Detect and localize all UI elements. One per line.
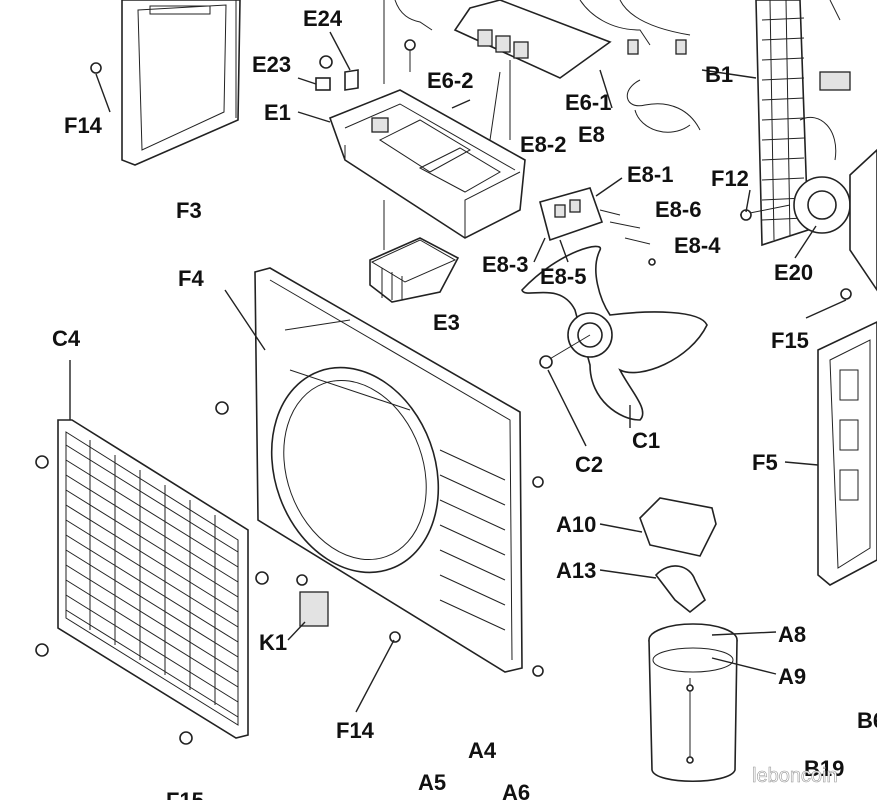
watermark-text: leboncoin: [752, 765, 838, 787]
part-a10-a13-plates: [639, 497, 717, 614]
label-b6: B6: [857, 708, 877, 733]
label-f3: F3: [176, 198, 202, 223]
label-f15-bottom: F15: [166, 788, 204, 800]
part-pcb-board: [453, 0, 612, 141]
label-c2: C2: [575, 452, 603, 477]
part-c4-grille: [35, 62, 269, 745]
label-a9: A9: [778, 664, 806, 689]
label-e6-2: E6-2: [427, 68, 473, 93]
label-a6: A6: [502, 780, 530, 800]
label-f14-top: F14: [64, 113, 103, 138]
label-e8: E8: [578, 122, 605, 147]
label-e24: E24: [303, 6, 343, 31]
label-e1: E1: [264, 100, 291, 125]
label-a8: A8: [778, 622, 806, 647]
label-k1: K1: [259, 630, 287, 655]
part-wiring: [394, 0, 701, 133]
label-e8-3: E8-3: [482, 252, 528, 277]
label-e3: E3: [433, 310, 460, 335]
label-b1: B1: [705, 62, 733, 87]
part-e20-fan-motor: [739, 71, 877, 292]
label-e8-1: E8-1: [627, 162, 673, 187]
part-e8-module: [539, 187, 656, 266]
label-e23: E23: [252, 52, 291, 77]
leader-lines: [69, 31, 847, 713]
label-b19: B19: [804, 756, 844, 781]
label-e8-5: E8-5: [540, 264, 586, 289]
part-e3-box: [369, 200, 460, 303]
label-e8-2: E8-2: [520, 132, 566, 157]
part-e24-e23: [315, 39, 416, 91]
part-a8-a9-cylinder: [648, 623, 738, 782]
label-e20: E20: [774, 260, 813, 285]
label-c4: C4: [52, 326, 81, 351]
part-e1-control-box: [328, 0, 526, 239]
label-a10: A10: [556, 512, 596, 537]
label-f4: F4: [178, 266, 204, 291]
label-a5: A5: [418, 770, 446, 795]
label-a4: A4: [468, 738, 497, 763]
part-f5-panel: [817, 288, 877, 586]
label-c1: C1: [632, 428, 660, 453]
part-c1-fan: [521, 245, 708, 421]
label-e6-1: E6-1: [565, 90, 611, 115]
part-f3-panel: [121, 0, 241, 166]
label-e8-4: E8-4: [674, 233, 721, 258]
label-a13: A13: [556, 558, 596, 583]
label-f14-bottom: F14: [336, 718, 375, 743]
label-f15-right: F15: [771, 328, 809, 353]
label-f5: F5: [752, 450, 778, 475]
part-labels: E24 E23 E1 E6-2 E6-1 B1 F14 F3 E8-2 E8 E…: [52, 6, 877, 800]
label-e8-6: E8-6: [655, 197, 701, 222]
label-f12: F12: [711, 166, 749, 191]
part-f4-orifice-panel: [215, 267, 544, 677]
